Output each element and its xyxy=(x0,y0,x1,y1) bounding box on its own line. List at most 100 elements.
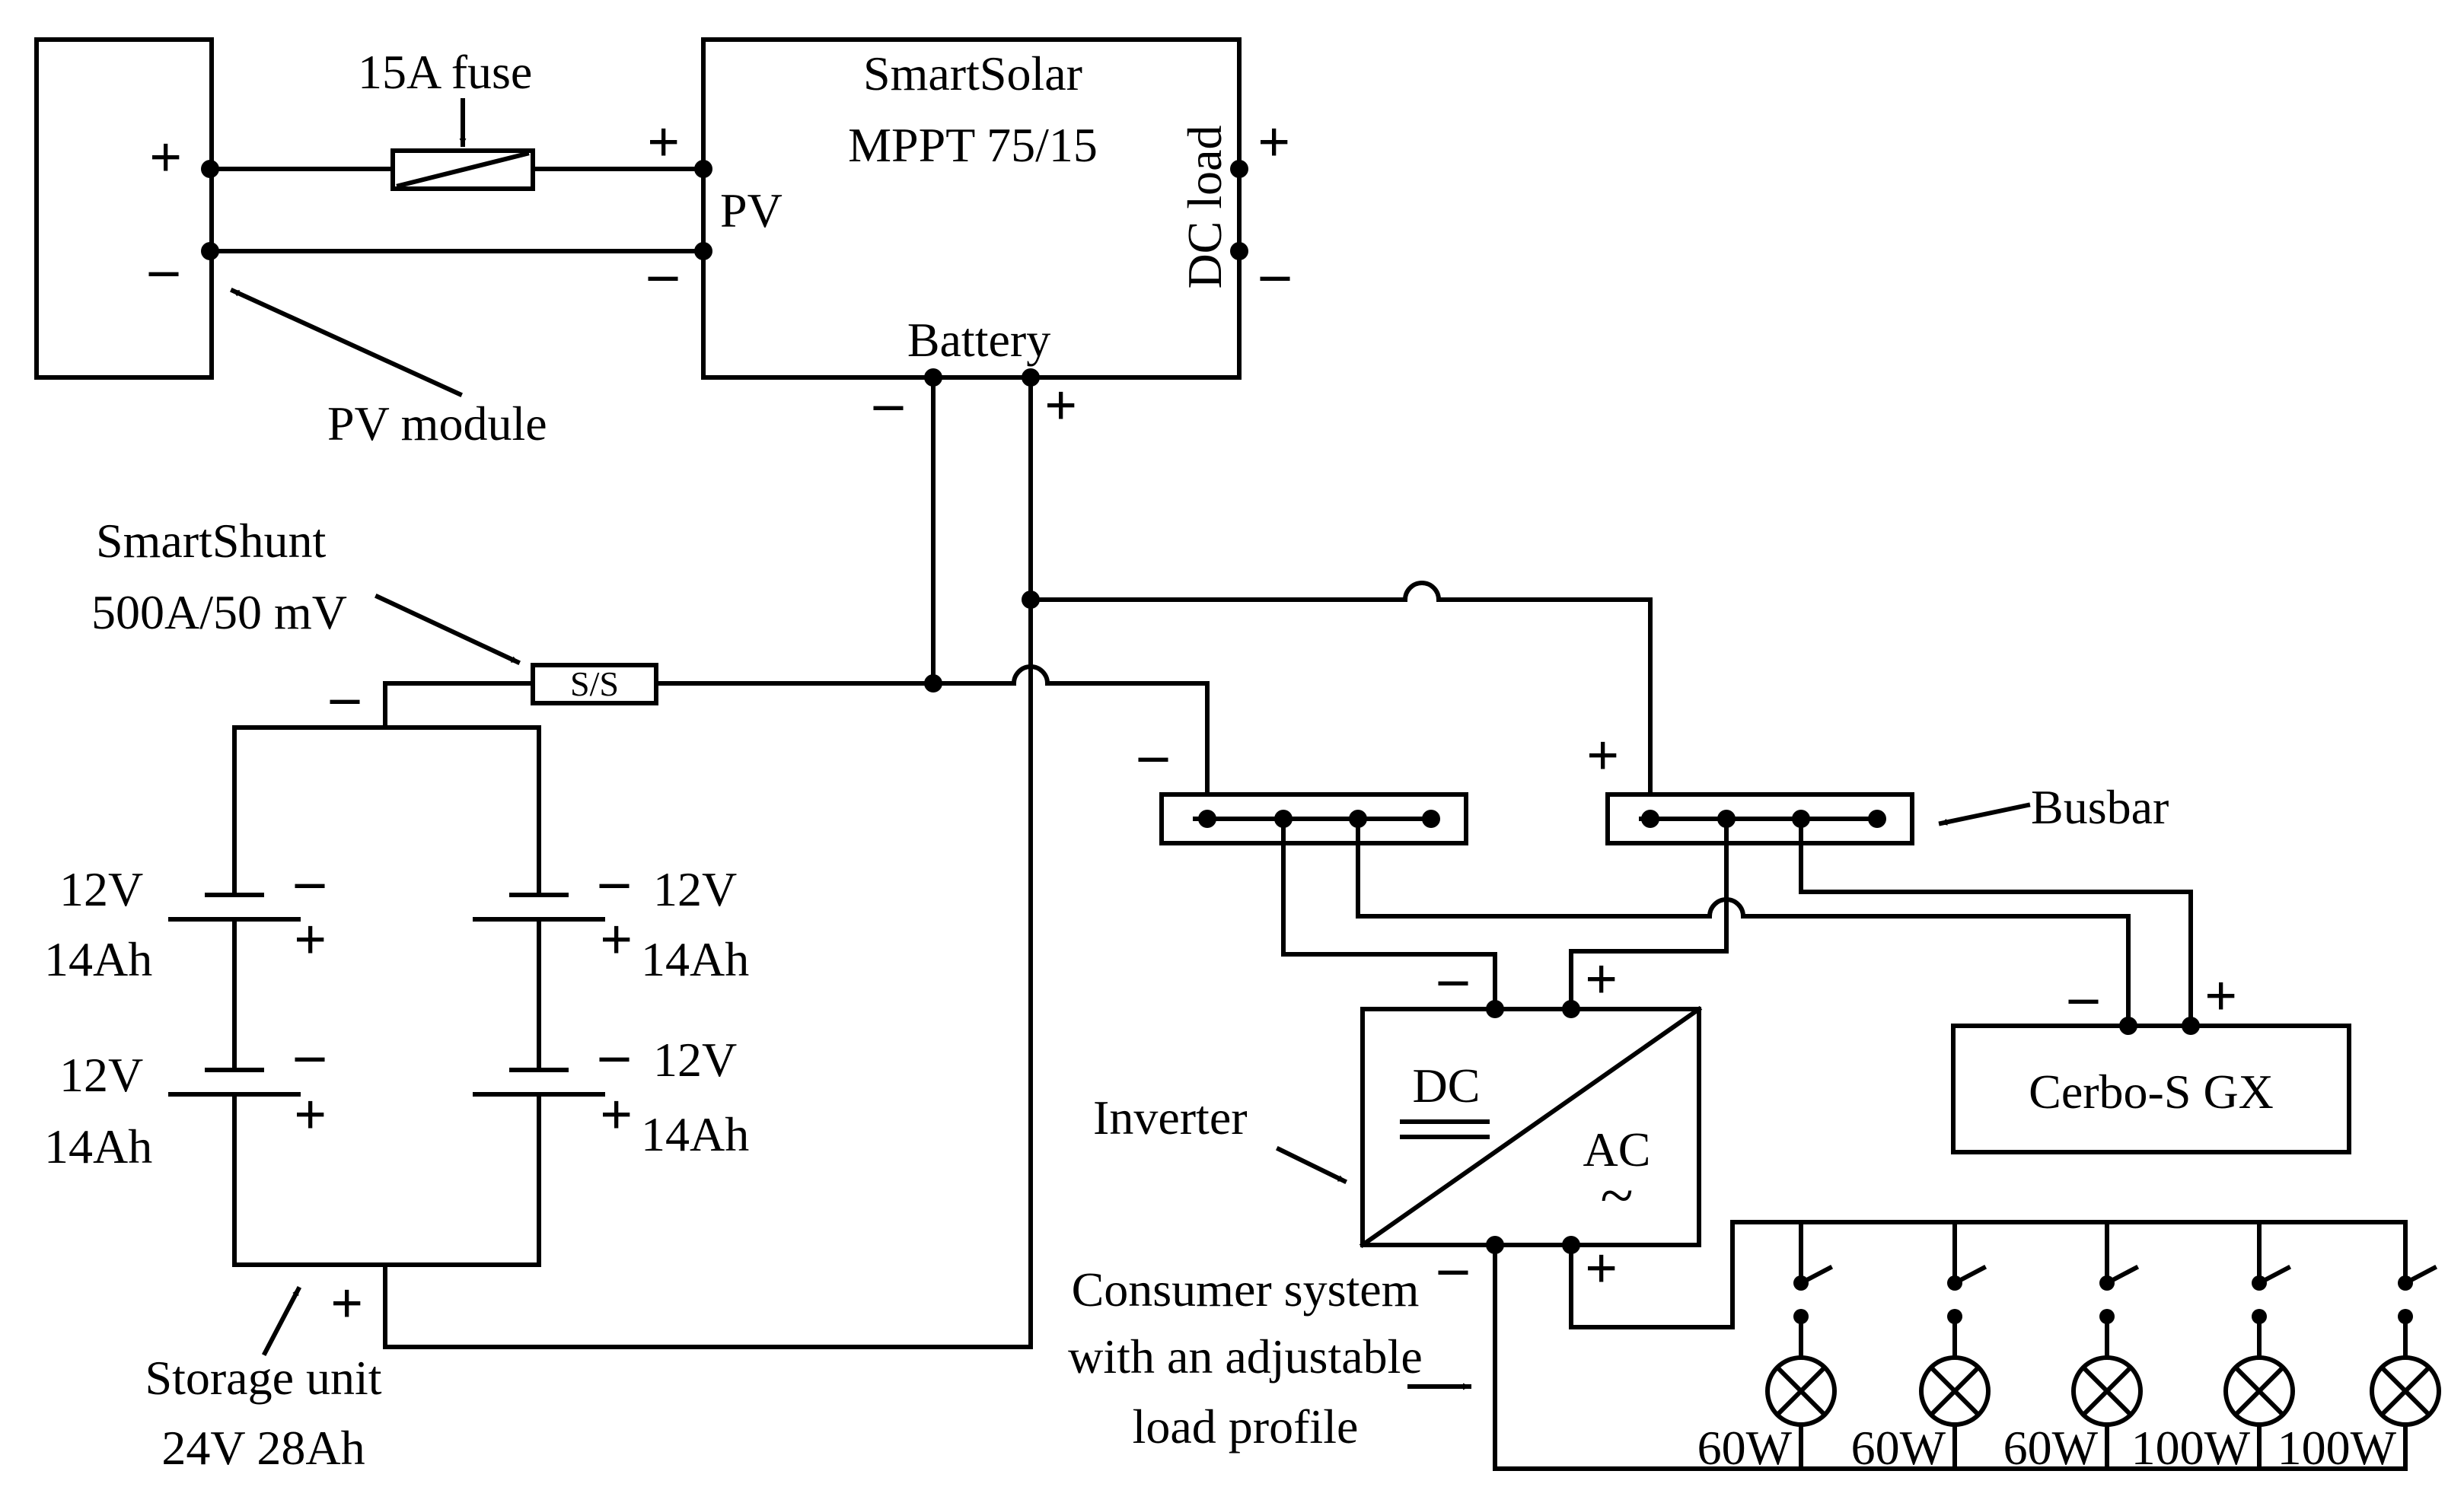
fuse-label: 15A fuse xyxy=(358,45,532,99)
busbar-output-wiring xyxy=(1281,817,2193,1028)
shunt-name-line2: 500A/50 mV xyxy=(91,585,347,639)
battery-4-capacity: 14Ah xyxy=(641,1107,749,1161)
lamp-power-label: 100W xyxy=(2131,1421,2251,1475)
cerbo-plus: + xyxy=(2204,964,2237,1028)
lamp-power-label: 60W xyxy=(1851,1421,1946,1475)
battery-3-voltage: 12V xyxy=(653,862,737,916)
cerbo-box xyxy=(1951,1024,2351,1154)
lamp-power-label: 60W xyxy=(1697,1421,1793,1475)
inverter-ac-plus: + xyxy=(1585,1237,1618,1301)
lamp-branch: 100W xyxy=(2131,1220,2295,1475)
inverter-ac-label: AC xyxy=(1583,1122,1651,1176)
battery-3-minus: – xyxy=(599,849,630,912)
storage-minus: – xyxy=(330,664,360,728)
busbar-label: Busbar xyxy=(2031,780,2169,834)
mppt-load-minus-terminal xyxy=(1230,242,1248,260)
cerbo-label: Cerbo-S GX xyxy=(2029,1065,2274,1119)
mppt-pv-minus-terminal xyxy=(694,242,712,260)
pv-module-box xyxy=(34,37,214,380)
inverter-dc-plus-terminal xyxy=(1562,1000,1580,1018)
negative-busbar: – xyxy=(1138,722,1468,845)
battery-1-plus: + xyxy=(294,908,327,972)
pv-module-label: PV module xyxy=(327,396,547,451)
consumer-label-line3: load profile xyxy=(1133,1399,1359,1453)
cerbo-minus: – xyxy=(2068,964,2099,1028)
inverter: DC AC ~ – + – + Inverter xyxy=(1093,946,1703,1301)
battery-4-minus: – xyxy=(599,1022,630,1086)
pv-module: + – PV module xyxy=(34,37,547,451)
battery-2-minus: – xyxy=(295,1022,325,1086)
consumer-label-line2: with an adjustable xyxy=(1068,1329,1423,1383)
cerbo-gx: Cerbo-S GX – + xyxy=(1951,964,2351,1154)
busbar-arrow xyxy=(1938,802,2031,826)
battery-2-voltage: 12V xyxy=(59,1048,143,1102)
switch-icon[interactable] xyxy=(2103,1264,2140,1287)
positive-busbar: + xyxy=(1586,724,1914,845)
storage-arrow xyxy=(261,1285,302,1357)
mppt-pv-plus-terminal xyxy=(694,160,712,178)
pv-minus-terminal xyxy=(201,242,219,260)
consumer-label-line1: Consumer system xyxy=(1072,1262,1420,1317)
positive-busbar-sign: + xyxy=(1586,724,1619,788)
shunt-symbol: S/S xyxy=(570,664,619,703)
fuse-element xyxy=(396,151,530,189)
cerbo-minus-terminal xyxy=(2119,1017,2137,1035)
battery-1-capacity: 14Ah xyxy=(44,932,152,986)
storage-label-line2: 24V 28Ah xyxy=(161,1421,365,1475)
inverter-arrow xyxy=(1275,1145,1348,1185)
battery-4-voltage: 12V xyxy=(653,1033,737,1087)
negative-busbar-sign: – xyxy=(1138,722,1168,786)
storage-unit: 12V 14Ah 12V 14Ah – + – + – + 12V 14Ah –… xyxy=(44,725,749,1475)
consumer-system: 60W 60W 60W 100W 100W Consumer system with a… xyxy=(1068,1220,2441,1475)
mppt-name-line1: SmartSolar xyxy=(863,46,1082,100)
storage-label-line1: Storage unit xyxy=(145,1351,381,1405)
inverter-dc-minus: – xyxy=(1438,946,1468,1010)
mppt-battery-wiring xyxy=(383,375,1653,1349)
battery-2-plus: + xyxy=(294,1083,327,1147)
lamp-branch: 100W xyxy=(2278,1220,2441,1475)
battery-3-plus: + xyxy=(600,908,633,972)
pv-module-plus: + xyxy=(149,126,182,189)
battery-4-plus: + xyxy=(600,1083,633,1147)
lamp-branch: 60W xyxy=(2003,1220,2143,1475)
mppt-battery-plus: + xyxy=(1044,374,1077,438)
mppt-box xyxy=(701,37,1242,380)
lamp-branch: 60W xyxy=(1697,1220,1837,1475)
mppt-name-line2: MPPT 75/15 xyxy=(848,118,1098,172)
inverter-dc-minus-terminal xyxy=(1486,1000,1504,1018)
mppt-battery-minus: – xyxy=(873,371,904,435)
lamp-branch: 60W xyxy=(1851,1220,1991,1475)
mppt-battery-label: Battery xyxy=(907,313,1050,367)
switch-icon[interactable] xyxy=(1797,1264,1834,1287)
battery-1-voltage: 12V xyxy=(59,862,143,916)
battery-1-minus: – xyxy=(295,849,325,912)
switch-icon[interactable] xyxy=(1951,1264,1987,1287)
smartshunt: SmartShunt 500A/50 mV S/S – xyxy=(91,514,658,730)
mppt-dc-load-label: DC load xyxy=(1178,125,1232,288)
mppt-pv-label: PV xyxy=(720,183,783,237)
storage-plus: + xyxy=(330,1272,363,1336)
switch-icon[interactable] xyxy=(2402,1264,2438,1287)
inverter-ac-minus: – xyxy=(1438,1235,1468,1299)
pv-plus-terminal xyxy=(201,160,219,178)
ac-symbol: ~ xyxy=(1600,1163,1633,1230)
shunt-name-line1: SmartShunt xyxy=(96,514,326,568)
inverter-diagonal xyxy=(1359,1005,1703,1249)
lamp-power-label: 100W xyxy=(2278,1421,2397,1475)
mppt-load-plus-terminal xyxy=(1230,160,1248,178)
inverter-label: Inverter xyxy=(1093,1090,1248,1145)
switch-icon[interactable] xyxy=(2255,1264,2292,1287)
battery-2-capacity: 14Ah xyxy=(44,1119,152,1173)
inverter-dc-plus: + xyxy=(1585,947,1618,1011)
fuse: 15A fuse xyxy=(358,45,535,191)
mppt-charger: SmartSolar MPPT 75/15 PV Battery DC load… xyxy=(647,37,1290,438)
cerbo-plus-terminal xyxy=(2182,1017,2200,1035)
shunt-arrow xyxy=(375,594,521,665)
mppt-pv-minus: – xyxy=(648,241,678,305)
battery-3-capacity: 14Ah xyxy=(641,932,749,986)
inverter-dc-label: DC xyxy=(1413,1059,1481,1113)
lamp-power-label: 60W xyxy=(2003,1421,2099,1475)
pv-module-minus: – xyxy=(148,237,179,301)
pv-wiring xyxy=(201,160,706,260)
